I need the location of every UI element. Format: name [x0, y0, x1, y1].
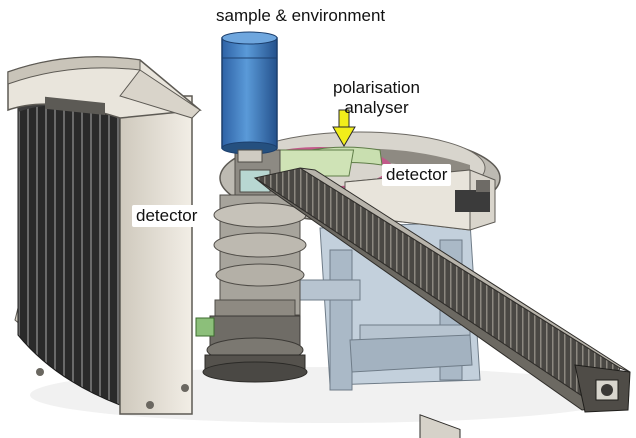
label-polarisation-line2: analyser [344, 98, 409, 117]
label-detector-left: detector [132, 205, 202, 227]
label-sample-environment: sample & environment [216, 6, 386, 25]
yellow-down-arrow-icon [332, 109, 356, 147]
left-detector-bank [7, 56, 202, 415]
sample-column [195, 149, 308, 383]
detector-arm [253, 167, 631, 438]
label-detector-right: detector [382, 164, 452, 186]
sample-environment-cylinder [221, 31, 278, 163]
label-polarisation-line1: polarisation [333, 78, 420, 97]
label-polarisation-analyser: polarisation analyser [333, 78, 420, 118]
